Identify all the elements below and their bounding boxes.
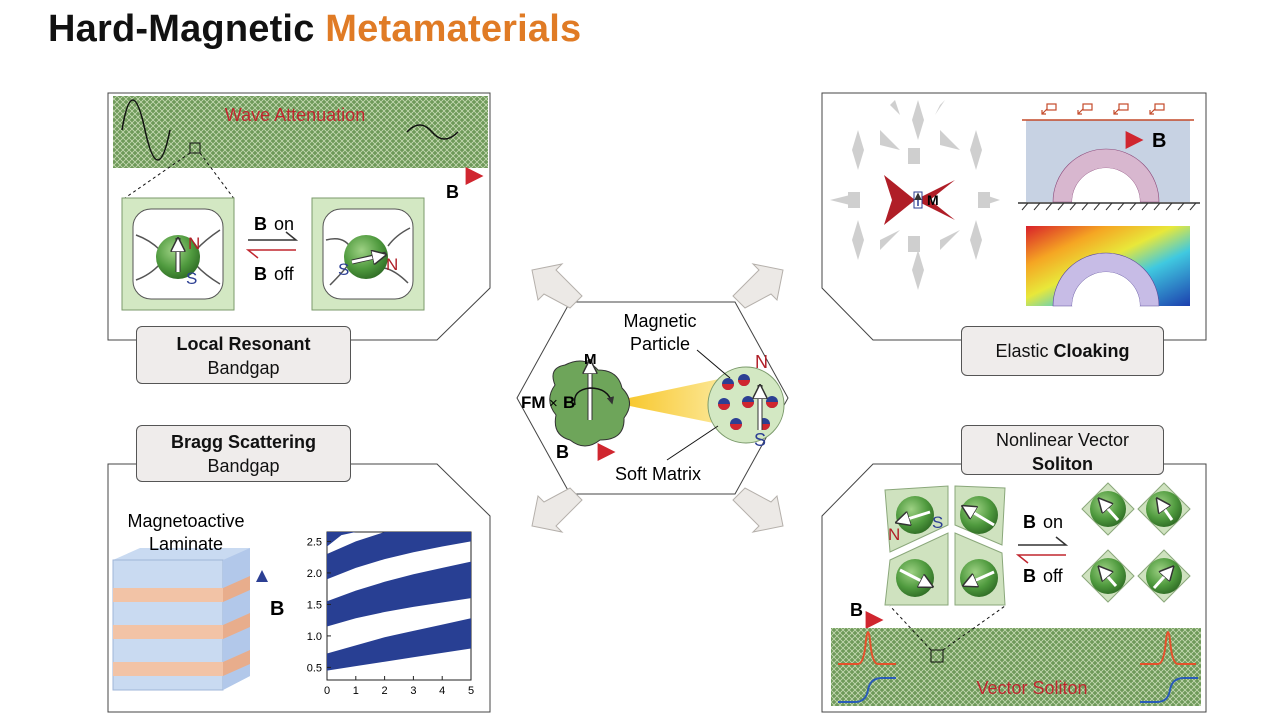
chart-band-3 [327,532,471,580]
br-b-on: on [1043,512,1063,532]
x-tick-label: 3 [410,685,416,697]
bl-b-label: B [270,598,284,620]
panel-vector-soliton [821,463,1207,713]
caption-bragg: Bragg Scattering Bandgap [136,425,351,482]
title-part1: Hard-Magnetic [48,8,315,50]
soliton-kink-right-icon [1140,677,1198,703]
magnetic-particle-line2: Particle [630,334,690,354]
y-tick-label: 0.5 [307,662,322,674]
center-n-label: N [755,352,768,372]
fm-label: FM [521,393,546,412]
br-b-label: B [850,600,863,620]
vector-soliton-label: Vector Soliton [976,678,1087,698]
fm-b-label: B [563,393,575,412]
cross-label: × [549,395,558,412]
y-tick-label: 1.0 [307,631,322,643]
y-tick-label: 1.5 [307,599,322,611]
br-n-label: N [888,525,900,544]
tl-s-label: S [186,269,197,288]
center-b-label: B [556,442,569,462]
caption-elastic-cloaking: Elastic Cloaking [961,326,1164,376]
soliton-pulse-left-icon [838,631,896,665]
br-s-label: S [932,513,943,532]
tl-b-on-b: B [254,214,267,234]
x-tick-label: 1 [353,685,359,697]
tl-b-off-b: B [254,264,267,284]
title-part2: Metamaterials [325,8,582,50]
br-b-on-b: B [1023,512,1036,532]
chart-band-2 [327,561,471,627]
soliton-lattice-strip [831,628,1201,706]
tl-b-off: off [274,264,295,284]
br-b-off-b: B [1023,566,1036,586]
kagome-lattice [830,100,1000,290]
magnetic-particle-line1: Magnetic [623,311,696,331]
panel-elastic-cloaking [821,92,1207,341]
x-tick-label: 0 [324,685,330,697]
center-s-label: S [754,430,766,450]
caption-soliton: Nonlinear Vector Soliton [961,425,1164,475]
caption-soliton-bold: Soliton [1032,454,1093,474]
lattice-strip [113,96,488,168]
soliton-pulse-right-icon [1140,631,1196,665]
direction-arrows [531,263,784,533]
attenuated-wave-icon [406,124,459,140]
soliton-kink-left-icon [838,677,896,703]
x-tick-label: 4 [439,685,445,697]
center-m-label: M [584,351,597,368]
laminate-line1: Magnetoactive [127,511,244,531]
tl-b-label: B [446,182,459,202]
tr-m-label: M [927,192,939,208]
chart-band-4 [327,532,356,547]
tl-n2-label: N [386,255,398,274]
caption-local-resonant: Local Resonant Bandgap [136,326,351,384]
soft-matrix-label: Soft Matrix [615,464,701,484]
caption-cloaking-bold: Cloaking [1053,341,1130,361]
br-b-off: off [1043,566,1064,586]
x-tick-label: 2 [382,685,388,697]
chart-band-1 [327,618,471,671]
caption-local-resonant-normal: Bandgap [207,358,280,378]
center-concept [516,301,789,495]
chart-bands [327,532,471,671]
y-tick-label: 2.5 [307,536,322,548]
tr-b-label: B [1152,130,1166,152]
particles [718,374,778,430]
laminate-block [112,548,250,691]
x-tick-label: 5 [468,685,474,697]
wave-attenuation-label: Wave Attenuation [225,105,365,125]
panel-bragg-scattering: 0 1 2 3 4 5 0.5 1.0 1.5 2.0 2.5 [107,463,491,713]
caption-bragg-bold: Bragg Scattering [170,432,317,452]
caption-local-resonant-bold: Local Resonant [176,334,311,354]
tl-n-label: N [188,234,200,253]
caption-bragg-normal: Bandgap [207,456,280,476]
tl-b-on: on [274,214,294,234]
tl-s2-label: S [338,260,349,279]
y-tick-label: 2.0 [307,568,322,580]
panel-local-resonant [107,92,491,341]
caption-cloaking-normal: Elastic [995,341,1049,361]
caption-soliton-normal: Nonlinear Vector [995,430,1130,450]
chart-ticks: 0 1 2 3 4 5 0.5 1.0 1.5 2.0 2.5 [307,536,474,697]
page-title: Hard-Magnetic Metamaterials [48,8,581,51]
laminate-line2: Laminate [149,534,223,554]
incident-wave-icon [121,99,171,161]
